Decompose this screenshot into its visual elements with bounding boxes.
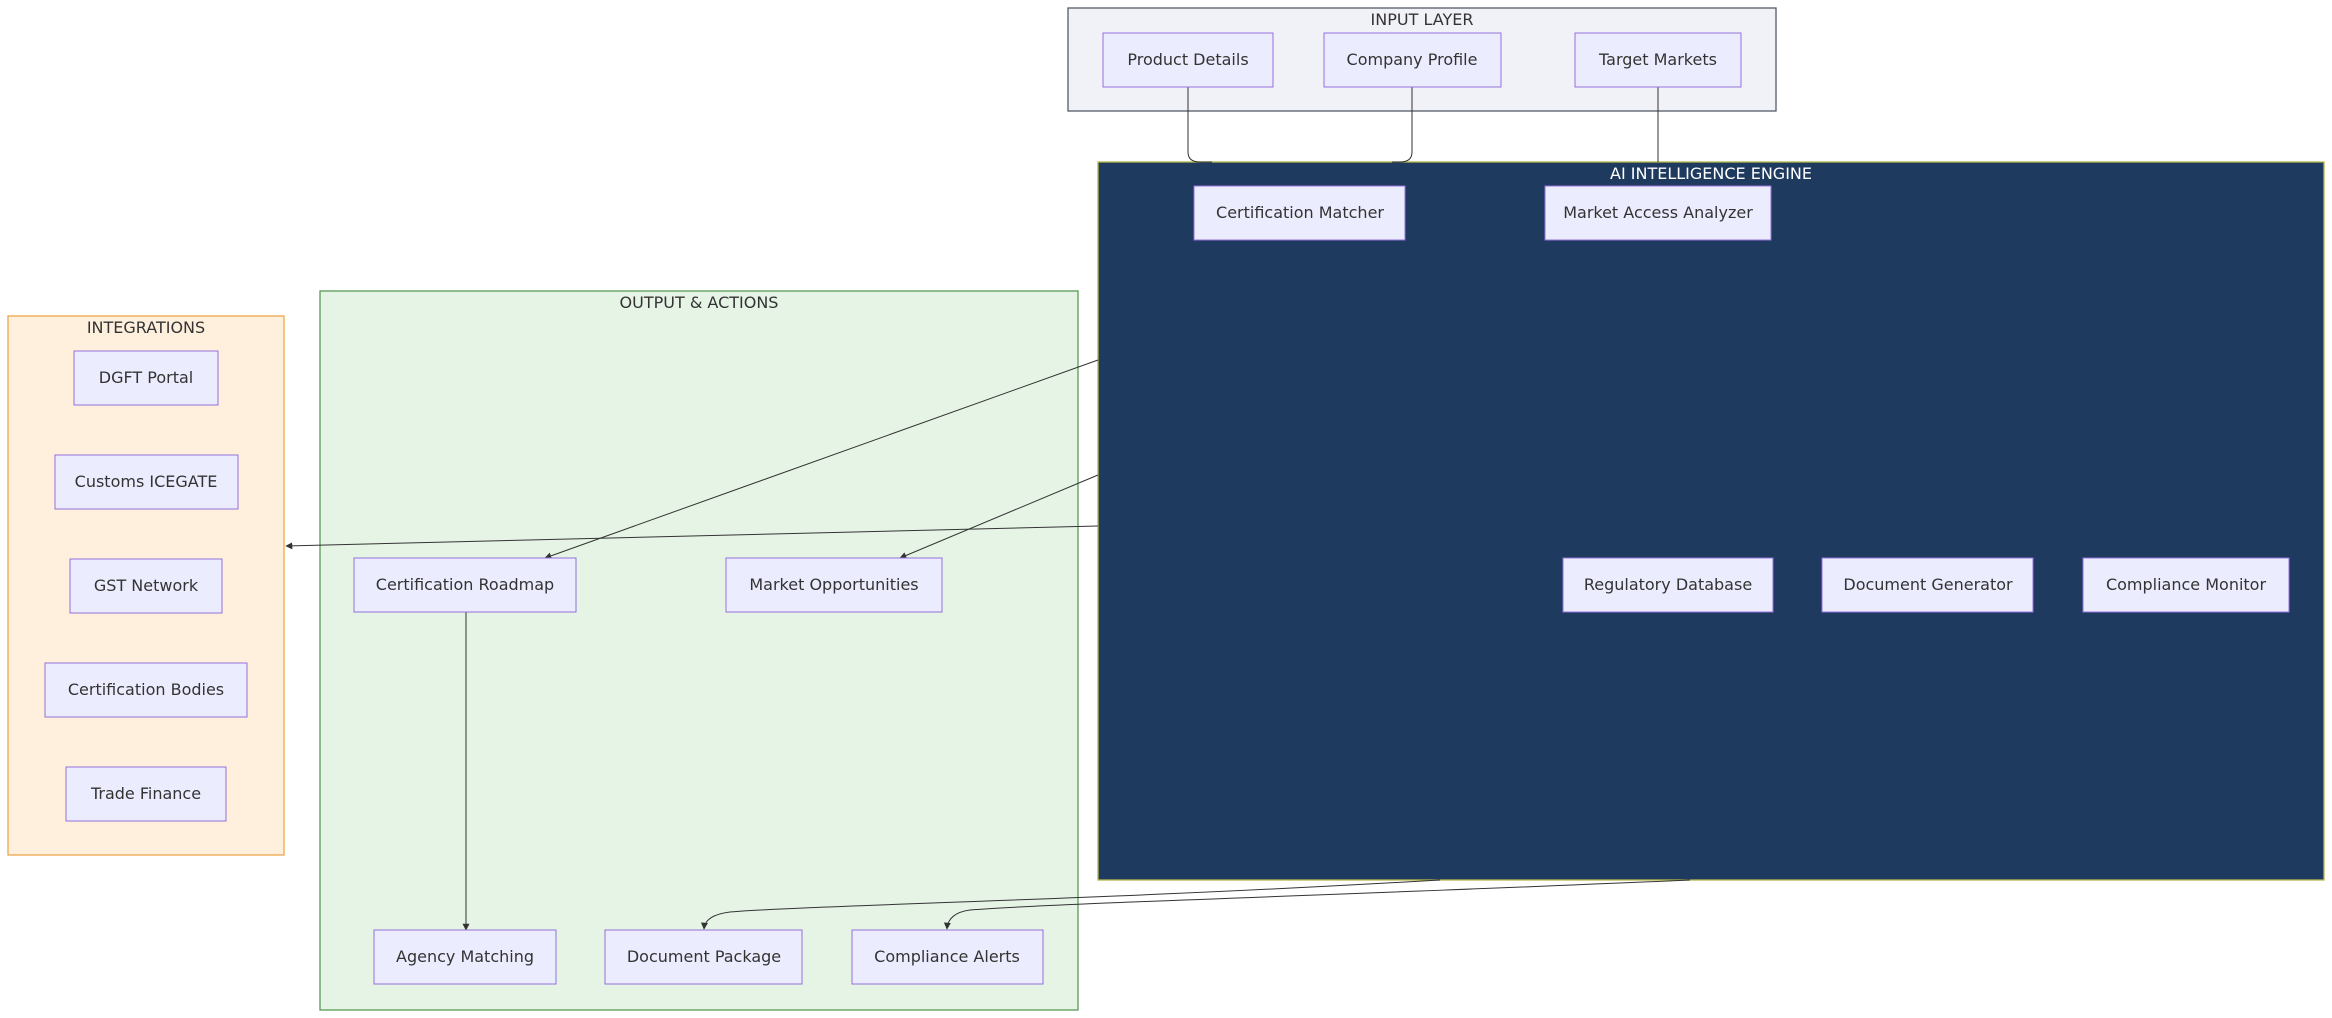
node-market-opportunities[interactable]: Market Opportunities — [725, 557, 943, 613]
node-company-profile[interactable]: Company Profile — [1323, 32, 1502, 88]
node-gst-network-box[interactable] — [69, 558, 223, 614]
node-certification-roadmap-box[interactable] — [353, 557, 577, 613]
cluster-output-box — [319, 290, 1079, 1011]
node-regulatory-database[interactable]: Regulatory Database — [1562, 557, 1774, 613]
node-document-package-label: Document Package — [627, 947, 781, 966]
node-customs-icegate-label: Customs ICEGATE — [75, 472, 218, 491]
node-market-opportunities-label: Market Opportunities — [749, 575, 918, 594]
node-compliance-monitor-box[interactable] — [2082, 557, 2290, 613]
node-document-generator-box[interactable] — [1821, 557, 2034, 613]
node-product-details-box[interactable] — [1102, 32, 1274, 88]
edge-company-profile-to-certification-matcher — [1392, 87, 1413, 163]
cluster-ai-engine-title: AI INTELLIGENCE ENGINE — [1610, 164, 1812, 183]
node-document-generator[interactable]: Document Generator — [1821, 557, 2034, 613]
node-agency-matching-label: Agency Matching — [396, 947, 534, 966]
node-certification-bodies[interactable]: Certification Bodies — [44, 662, 248, 718]
node-compliance-monitor[interactable]: Compliance Monitor — [2082, 557, 2290, 613]
node-trade-finance[interactable]: Trade Finance — [65, 766, 227, 822]
cluster-ai-engine-box — [1097, 161, 2325, 881]
cluster-output-title: OUTPUT & ACTIONS — [620, 293, 779, 312]
node-gst-network-label: GST Network — [94, 576, 199, 595]
node-product-details-label: Product Details — [1127, 50, 1248, 69]
node-market-access-analyzer-box[interactable] — [1544, 185, 1772, 241]
node-certification-bodies-box[interactable] — [44, 662, 248, 718]
node-agency-matching[interactable]: Agency Matching — [373, 929, 557, 985]
node-compliance-monitor-label: Compliance Monitor — [2106, 575, 2267, 594]
cluster-integrations-title: INTEGRATIONS — [87, 318, 205, 337]
node-certification-matcher-box[interactable] — [1193, 185, 1406, 241]
node-certification-roadmap[interactable]: Certification Roadmap — [353, 557, 577, 613]
node-document-package-box[interactable] — [604, 929, 803, 985]
node-company-profile-box[interactable] — [1323, 32, 1502, 88]
node-compliance-alerts-label: Compliance Alerts — [874, 947, 1020, 966]
node-dgft-portal-box[interactable] — [73, 350, 219, 406]
node-gst-network[interactable]: GST Network — [69, 558, 223, 614]
node-document-package[interactable]: Document Package — [604, 929, 803, 985]
node-product-details[interactable]: Product Details — [1102, 32, 1274, 88]
node-regulatory-database-box[interactable] — [1562, 557, 1774, 613]
edge-engine-to-integrations — [285, 525, 1099, 550]
node-target-markets-box[interactable] — [1574, 32, 1742, 88]
node-company-profile-label: Company Profile — [1347, 50, 1478, 69]
node-market-access-analyzer[interactable]: Market Access Analyzer — [1544, 185, 1772, 241]
edge-engine-to-certification-roadmap — [544, 359, 1099, 560]
edge-engine-to-document-package — [700, 879, 1441, 930]
node-compliance-alerts-box[interactable] — [851, 929, 1044, 985]
node-market-opportunities-box[interactable] — [725, 557, 943, 613]
node-regulatory-database-label: Regulatory Database — [1584, 575, 1752, 594]
node-agency-matching-box[interactable] — [373, 929, 557, 985]
node-market-access-analyzer-label: Market Access Analyzer — [1563, 203, 1753, 222]
edges — [285, 87, 1691, 931]
node-compliance-alerts[interactable]: Compliance Alerts — [851, 929, 1044, 985]
node-dgft-portal-label: DGFT Portal — [99, 368, 193, 387]
cluster-output-actions: OUTPUT & ACTIONS — [319, 290, 1079, 1011]
node-customs-icegate-box[interactable] — [54, 454, 239, 510]
cluster-input-layer-title: INPUT LAYER — [1371, 10, 1474, 29]
node-trade-finance-label: Trade Finance — [90, 784, 201, 803]
cluster-ai-intelligence-engine: AI INTELLIGENCE ENGINE — [1097, 161, 2325, 881]
node-certification-matcher[interactable]: Certification Matcher — [1193, 185, 1406, 241]
edge-engine-to-market-opportunities — [899, 474, 1099, 559]
node-dgft-portal[interactable]: DGFT Portal — [73, 350, 219, 406]
node-trade-finance-box[interactable] — [65, 766, 227, 822]
node-document-generator-label: Document Generator — [1843, 575, 2013, 594]
node-certification-bodies-label: Certification Bodies — [68, 680, 224, 699]
node-customs-icegate[interactable]: Customs ICEGATE — [54, 454, 239, 510]
node-target-markets[interactable]: Target Markets — [1574, 32, 1742, 88]
edge-engine-to-compliance-alerts — [943, 879, 1691, 930]
edge-product-details-to-certification-matcher — [1187, 87, 1212, 163]
node-certification-matcher-label: Certification Matcher — [1216, 203, 1384, 222]
node-certification-roadmap-label: Certification Roadmap — [376, 575, 554, 594]
node-target-markets-label: Target Markets — [1598, 50, 1717, 69]
